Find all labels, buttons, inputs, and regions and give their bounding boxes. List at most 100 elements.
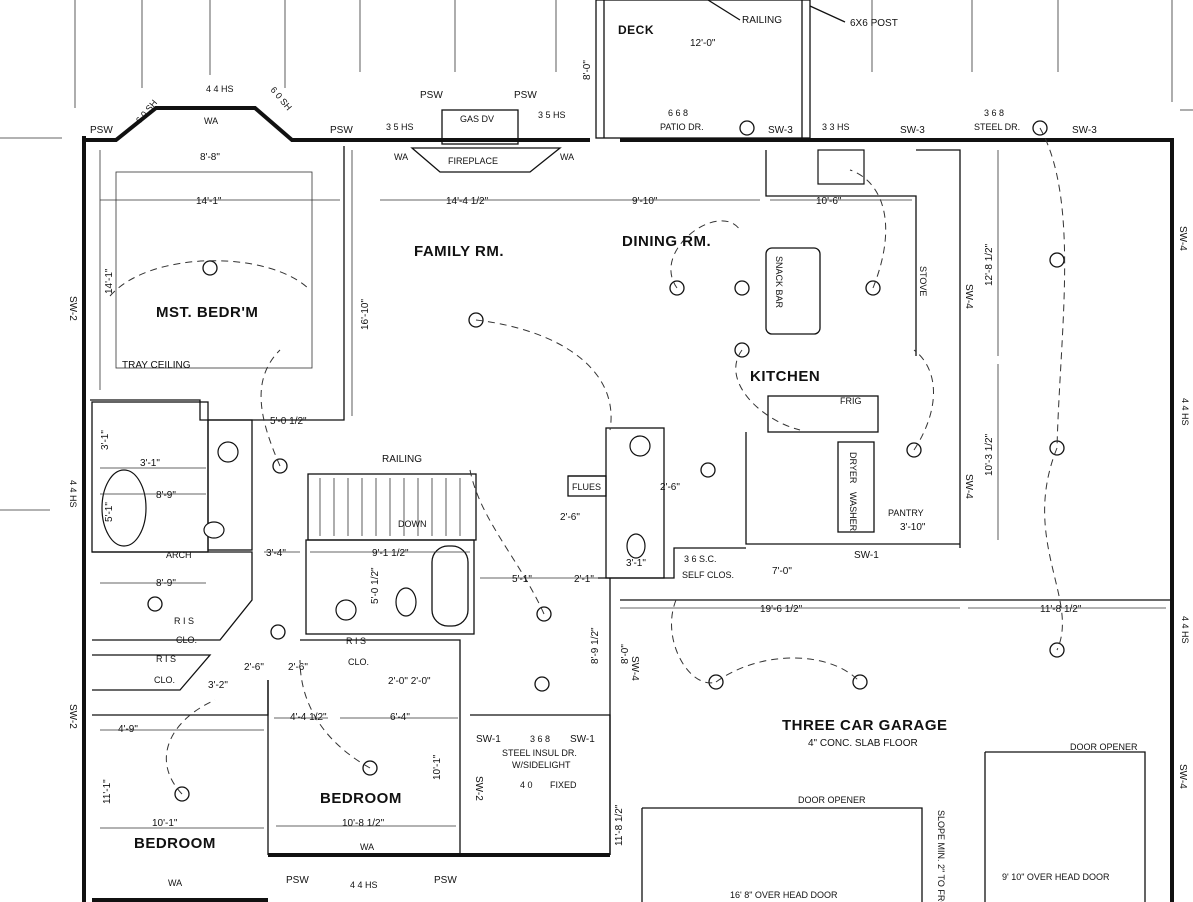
dim-14-4-5: 14'-4 1/2" — [446, 196, 489, 207]
snack-bar-label: SNACK BAR — [774, 256, 784, 309]
site-lines — [0, 0, 1193, 511]
dim-8-9-b: 8'-9" — [156, 578, 176, 589]
wa-label-3: WA — [560, 152, 574, 162]
dim-10-3-5: 10'-3 1/2" — [984, 433, 995, 476]
sw4-label-5: SW-4 — [1177, 764, 1188, 789]
wa-label-4: WA — [360, 842, 374, 852]
dim-10-1-vertical: 10'-1" — [432, 754, 443, 780]
dim-6-4: 6'-4" — [390, 712, 410, 723]
interior-walls — [90, 146, 1172, 902]
railing-label-stair: RAILING — [382, 454, 422, 465]
closet-label-2: CLO. — [154, 675, 175, 685]
overhead-door-2: 9' 10" OVER HEAD DOOR — [1002, 872, 1110, 882]
room-label-deck: DECK — [618, 23, 654, 37]
dim-10-1: 10'-1" — [152, 818, 178, 829]
sw1-label-1: SW-1 — [854, 550, 879, 561]
room-label-family: FAMILY RM. — [414, 243, 504, 260]
window-label-6: 6 6 8 — [668, 108, 688, 118]
sw3-label-1: SW-3 — [768, 125, 793, 136]
gas-dv-label: GAS DV — [460, 114, 494, 124]
sw4-label-3: SW-4 — [963, 474, 974, 499]
fixed-dim: 4 0 — [520, 780, 533, 790]
dim-11-1: 11'-1" — [102, 779, 113, 804]
dim-4-4-5: 4'-4 1/2" — [290, 712, 327, 723]
room-label-dining: DINING RM. — [622, 233, 711, 250]
psw-label-1: PSW — [90, 125, 113, 136]
patio-door-label: PATIO DR. — [660, 122, 704, 132]
ris-label-1: R I S — [174, 616, 194, 626]
dim-2-6-c: 2'-6" — [560, 512, 580, 523]
sw2-label-1: SW-2 — [67, 296, 78, 321]
psw-label-3: PSW — [420, 90, 443, 101]
dim-3-10: 3'-10" — [900, 522, 926, 533]
window-label-5: 3 5 HS — [538, 110, 566, 120]
dim-8-0: 8'-0" — [620, 644, 631, 664]
deck — [595, 0, 811, 139]
door-opener-2: DOOR OPENER — [1070, 742, 1138, 752]
dim-3-1-powder: 3'-1" — [626, 558, 646, 569]
sw4-label-2: SW-4 — [963, 284, 974, 309]
dim-5-0-5: 5'-0 1/2" — [270, 416, 307, 427]
room-label-garage: THREE CAR GARAGE — [782, 717, 948, 734]
dim-2-0-2-0: 2'-0" 2'-0" — [388, 676, 431, 687]
wa-label-5: WA — [168, 878, 182, 888]
dim-12-8-5: 12'-8 1/2" — [984, 243, 995, 286]
dim-2-1: 2'-1" — [574, 574, 594, 585]
ris-label-2: R I S — [156, 654, 176, 664]
sw2-label-3: SW-2 — [473, 776, 484, 801]
dim-5-1: 5'-1" — [512, 574, 532, 585]
dim-2-6-d: 2'-6" — [660, 482, 680, 493]
psw-label-6: PSW — [434, 875, 457, 886]
dim-9-10: 9'-10" — [632, 196, 658, 207]
pantry-label: PANTRY — [888, 508, 924, 518]
dim-16-10: 16'-10" — [360, 299, 371, 330]
overhead-door-1: 16' 8" OVER HEAD DOOR — [730, 890, 838, 900]
door-opener-1: DOOR OPENER — [798, 795, 866, 805]
window-label-2: 6 0 SH — [134, 98, 159, 126]
room-label-master-bedroom: MST. BEDR'M — [156, 304, 258, 321]
door-label-1: 3 6 8 — [530, 734, 550, 744]
dim-8-8: 8'-8" — [200, 152, 220, 163]
steel-door-label: STEEL DR. — [974, 122, 1020, 132]
window-label-11: 4 4 HS — [1180, 398, 1190, 426]
window-label-3: 6 0 SH — [268, 85, 293, 113]
dim-12-0: 12'-0" — [690, 38, 716, 49]
closet-label-3: CLO. — [348, 657, 369, 667]
window-label-9: 4 4 HS — [68, 480, 78, 508]
railing-label-top: RAILING — [742, 15, 782, 26]
light-fixtures — [147, 120, 1065, 802]
room-label-kitchen: KITCHEN — [750, 368, 820, 385]
dryer-label: DRYER — [848, 452, 858, 484]
dim-5-1-bath: 5'-1" — [104, 502, 115, 522]
fireplace-label: FIREPLACE — [448, 156, 498, 166]
dim-11-8-5-vertical: 11'-8 1/2" — [614, 804, 625, 846]
door-label-2: 3 6 S.C. — [684, 554, 717, 564]
ris-label-3: R I S — [346, 636, 366, 646]
fixtures — [101, 149, 865, 621]
dim-2-6-a: 2'-6" — [244, 662, 264, 673]
exterior-walls — [82, 106, 1174, 902]
railing-line — [707, 0, 846, 23]
stove-label: STOVE — [918, 266, 928, 296]
dim-14-1: 14'-1" — [196, 196, 222, 207]
window-label-12: 4 4 HS — [1180, 616, 1190, 644]
psw-label-4: PSW — [514, 90, 537, 101]
sw4-label-4: SW-4 — [629, 656, 640, 681]
stair-down-label: DOWN — [398, 519, 427, 529]
dimension-lines — [99, 150, 1166, 829]
washer-label: WASHER — [848, 492, 858, 532]
stair-treads — [319, 478, 461, 536]
dim-5-0-5-b: 5'-0 1/2" — [370, 567, 381, 604]
sw1-label-3: SW-1 — [570, 734, 595, 745]
wiring — [109, 127, 1066, 795]
sw4-label-1: SW-4 — [1177, 226, 1188, 251]
sw3-label-3: SW-3 — [1072, 125, 1097, 136]
sidelight-label: W/SIDELIGHT — [512, 760, 571, 770]
window-label-8: 3 6 8 — [984, 108, 1004, 118]
dim-3-1: 3'-1" — [140, 458, 160, 469]
steel-insul-door-label: STEEL INSUL DR. — [502, 748, 577, 758]
dim-10-8-5: 10'-8 1/2" — [342, 818, 385, 829]
window-label-7: 3 3 HS — [822, 122, 850, 132]
wa-label-1: WA — [204, 116, 218, 126]
dim-3-1-shower: 3'-1" — [100, 430, 111, 450]
